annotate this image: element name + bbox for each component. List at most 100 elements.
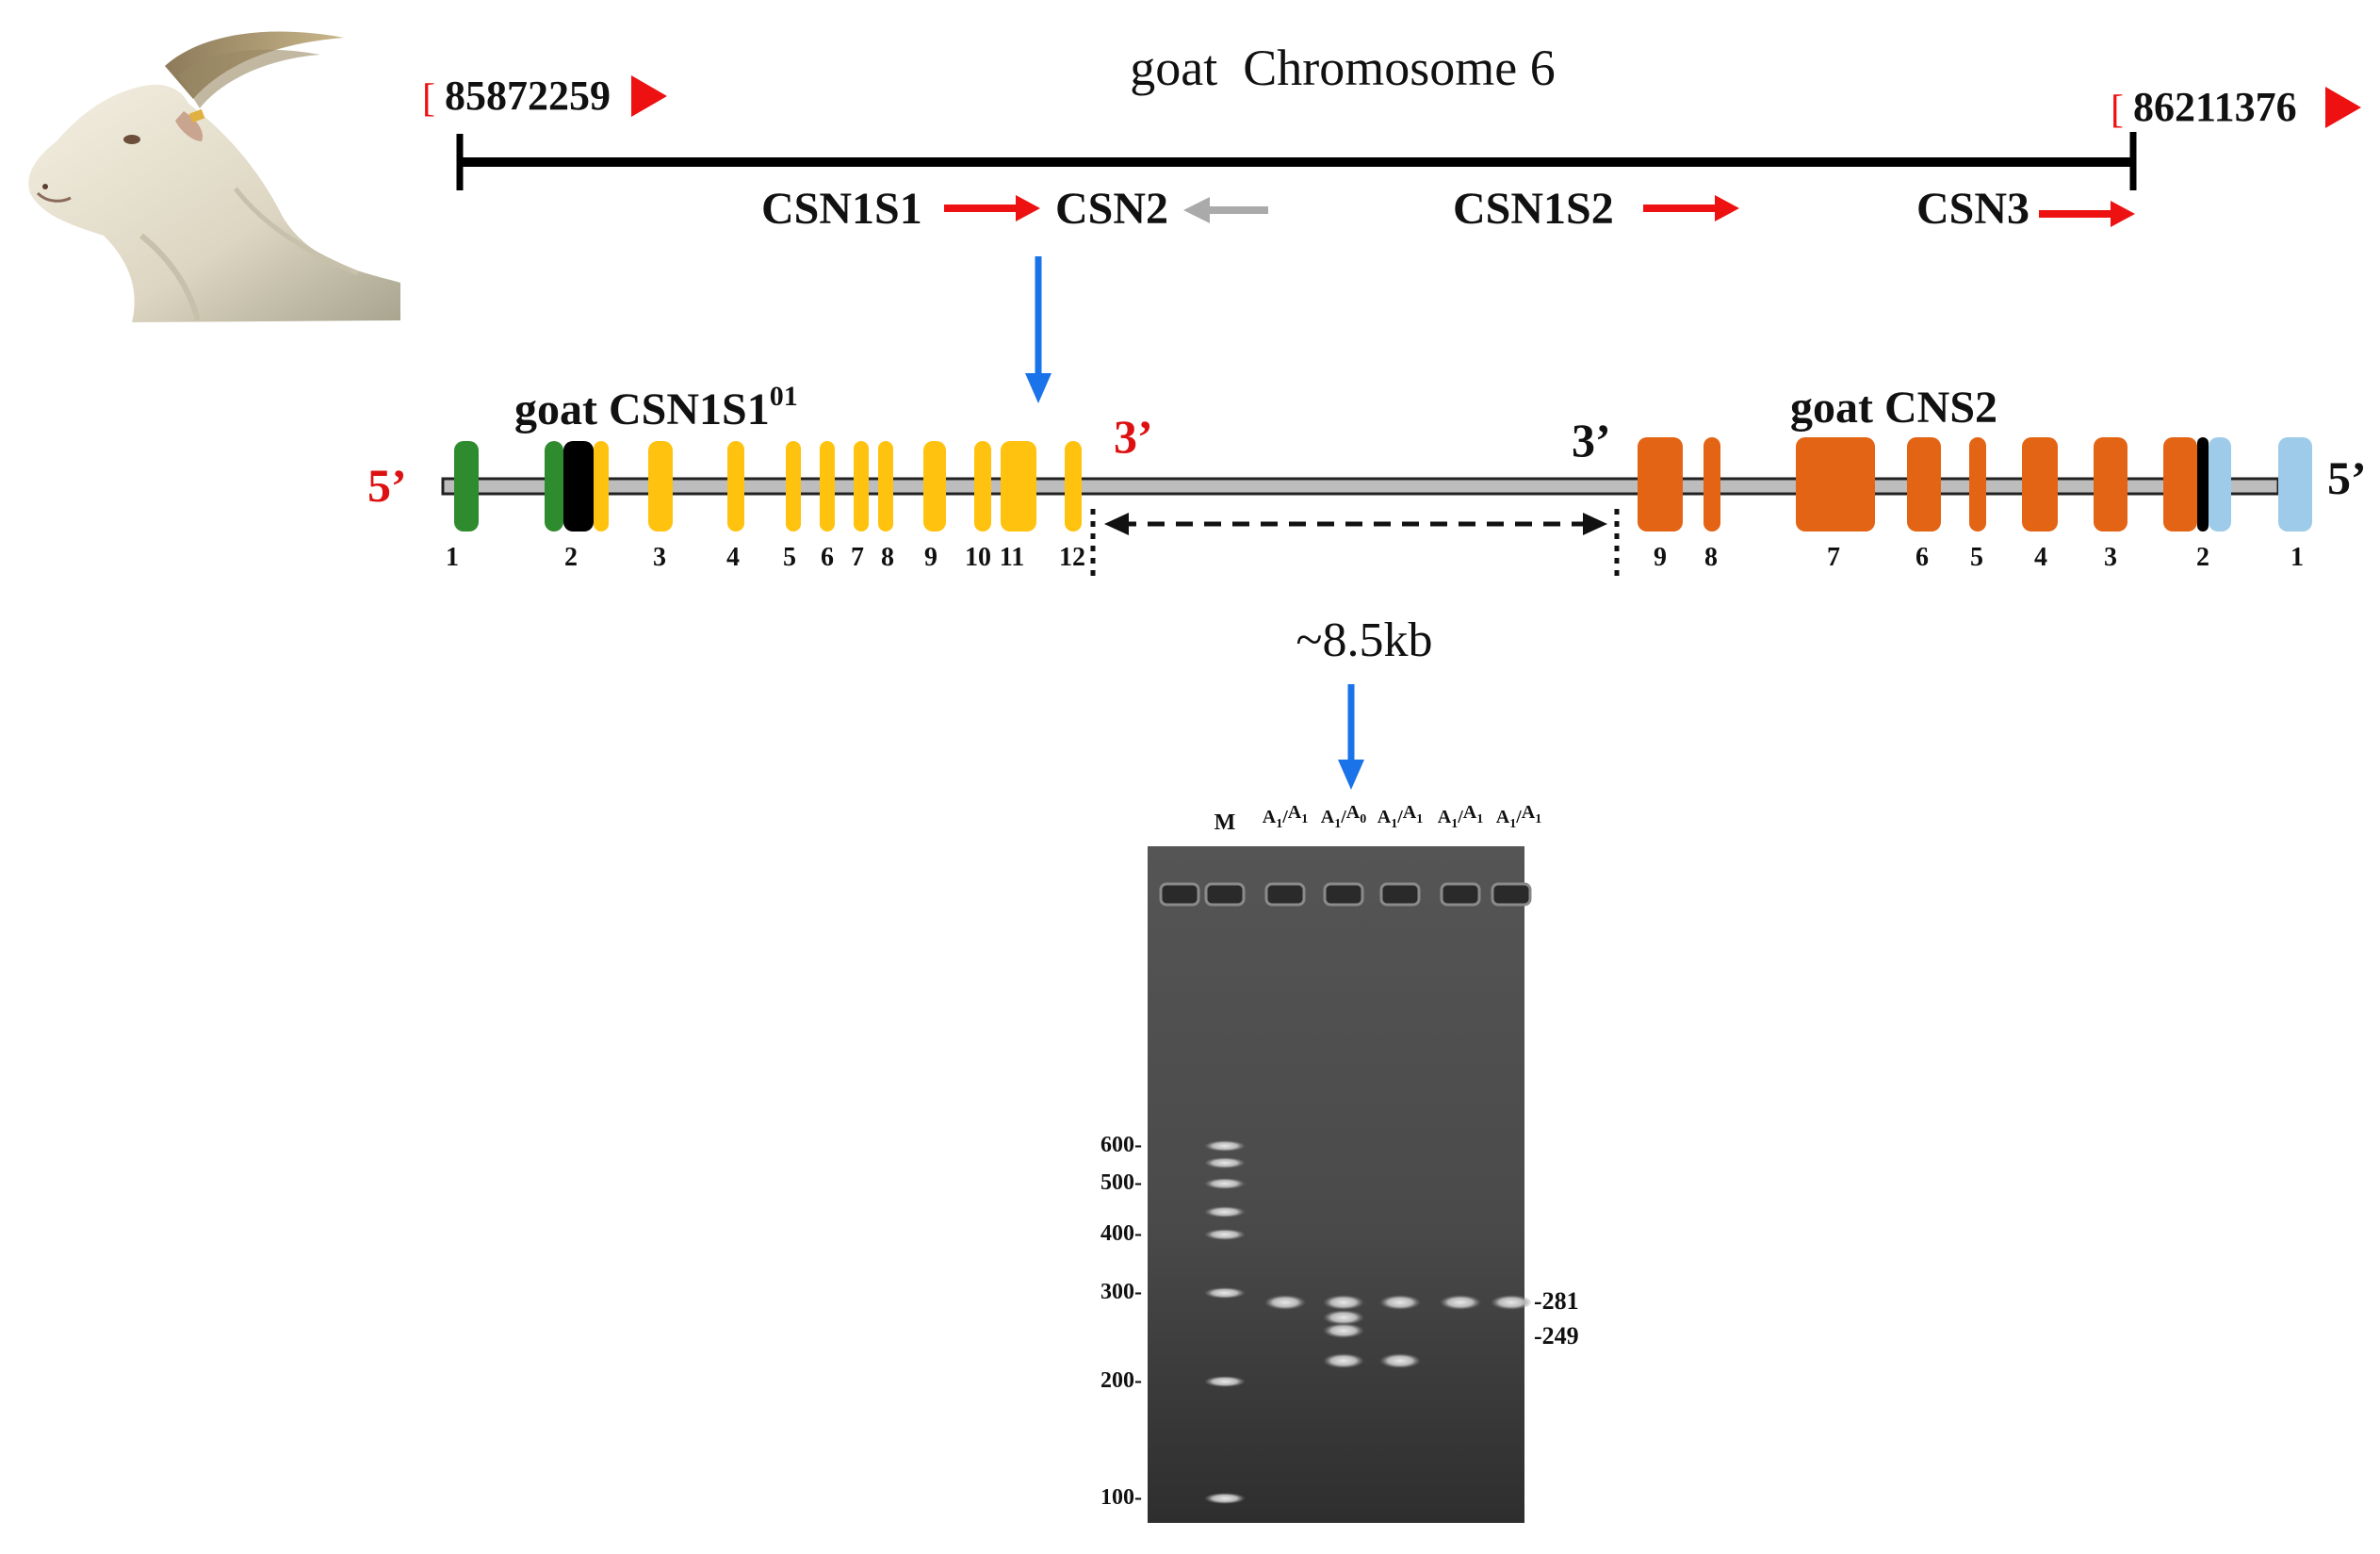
csn2-exon-number: 8 bbox=[1704, 543, 1718, 572]
ladder-band bbox=[1204, 1140, 1246, 1152]
ladder-size-label: 400- bbox=[1100, 1221, 1142, 1246]
csn2-exon-number: 7 bbox=[1827, 543, 1840, 572]
gene-arrow-csn1s2 bbox=[1643, 195, 1739, 221]
csn2-exon-block bbox=[2022, 437, 2058, 532]
csn1s1-gene-title-text: goat CSN1S1 bbox=[514, 384, 770, 434]
csn1s1-exon-number: 9 bbox=[924, 543, 937, 572]
csn2-exon-number: 6 bbox=[1915, 543, 1929, 572]
ladder-size-label: 200- bbox=[1100, 1368, 1142, 1393]
csn1s1-gene-title: goat CSN1S101 bbox=[514, 381, 798, 434]
gel-well bbox=[1379, 882, 1421, 907]
csn2-gene-title: goat CNS2 bbox=[1790, 383, 1997, 433]
left-five-prime-label: 5’ bbox=[367, 459, 407, 512]
csn2-exon-block bbox=[2197, 437, 2209, 532]
csn1s1-exon-block bbox=[974, 441, 991, 532]
sample-band bbox=[1323, 1323, 1364, 1338]
csn1s1-exon-number: 11 bbox=[1000, 543, 1024, 572]
csn1s1-exon-number: 7 bbox=[851, 543, 864, 572]
intergenic-distance-arrow bbox=[1104, 513, 1607, 535]
csn2-exon-block bbox=[1638, 437, 1683, 532]
csn1s1-exon-block bbox=[648, 441, 673, 532]
csn1s1-exon-number: 12 bbox=[1059, 543, 1085, 572]
csn1s1-exon-number: 6 bbox=[821, 543, 834, 572]
ladder-band bbox=[1204, 1229, 1246, 1240]
gel-well bbox=[1323, 882, 1364, 907]
gene-label-csn2: CSN2 bbox=[1055, 184, 1168, 234]
gel-pointer-arrow bbox=[1338, 684, 1364, 790]
csn1s1-exon-block bbox=[786, 441, 801, 532]
ladder-size-label: 600- bbox=[1100, 1133, 1142, 1157]
end-position: 86211376 bbox=[2133, 84, 2297, 130]
sample-band bbox=[1379, 1353, 1421, 1368]
gel-well bbox=[1491, 882, 1532, 907]
gel-well bbox=[1440, 882, 1481, 907]
gel-image bbox=[1148, 846, 1524, 1523]
csn1s1-exon-number: 4 bbox=[726, 543, 740, 572]
csn1s1-allele-superscript: 01 bbox=[770, 381, 798, 412]
right-five-prime-label: 5’ bbox=[2327, 451, 2367, 504]
start-marker-triangle bbox=[631, 75, 667, 117]
end-bracket: [ bbox=[2111, 89, 2124, 132]
zoom-pointer-arrow bbox=[1025, 256, 1051, 403]
csn1s1-exon-block bbox=[1065, 441, 1082, 532]
end-marker-triangle bbox=[2325, 87, 2361, 128]
exon-blocks bbox=[454, 437, 2312, 532]
csn1s1-exon-block bbox=[727, 441, 744, 532]
csn1s1-exon-block bbox=[854, 441, 869, 532]
csn1s1-exon-number: 5 bbox=[783, 543, 796, 572]
start-bracket: [ bbox=[422, 77, 435, 121]
ladder-band bbox=[1204, 1157, 1246, 1169]
band-size-281: -281 bbox=[1534, 1287, 1579, 1315]
sample-band bbox=[1379, 1295, 1421, 1310]
ladder-band bbox=[1204, 1178, 1246, 1189]
gel-lane-genotype-label: A1/A0 bbox=[1321, 802, 1366, 831]
csn1s1-exon-block bbox=[820, 441, 835, 532]
sample-band bbox=[1491, 1295, 1532, 1310]
sample-band bbox=[1323, 1353, 1364, 1368]
gene-arrow-csn3 bbox=[2039, 201, 2135, 227]
gene-label-csn1s2: CSN1S2 bbox=[1453, 184, 1614, 234]
right-three-prime-label: 3’ bbox=[1572, 414, 1611, 466]
gel-well bbox=[1264, 882, 1306, 907]
ladder-size-label: 100- bbox=[1100, 1485, 1142, 1510]
csn1s1-exon-block bbox=[454, 441, 479, 532]
ladder-band bbox=[1204, 1493, 1246, 1504]
gel-lane-genotype-label: A1/A1 bbox=[1438, 802, 1483, 831]
sample-band bbox=[1323, 1295, 1364, 1310]
csn1s1-exon-block bbox=[1001, 441, 1036, 532]
ladder-band bbox=[1204, 1376, 1246, 1387]
ladder-size-label: 300- bbox=[1100, 1280, 1142, 1304]
start-position: 85872259 bbox=[445, 73, 611, 119]
gene-label-csn1s1: CSN1S1 bbox=[761, 184, 922, 234]
ladder-size-label: 500- bbox=[1100, 1170, 1142, 1195]
ladder-band bbox=[1204, 1206, 1246, 1218]
intergenic-distance-label: ~8.5kb bbox=[1296, 613, 1432, 667]
left-three-prime-label: 3’ bbox=[1114, 410, 1153, 463]
gel-lane-genotype-label: A1/A1 bbox=[1377, 802, 1423, 831]
csn1s1-exon-block bbox=[923, 441, 946, 532]
sample-band bbox=[1264, 1295, 1306, 1310]
csn2-exon-number: 9 bbox=[1654, 543, 1667, 572]
csn1s1-exon-block bbox=[563, 441, 594, 532]
csn2-exon-block bbox=[2163, 437, 2197, 532]
exon-map-backbone bbox=[441, 477, 2280, 496]
csn1s1-exon-number: 3 bbox=[653, 543, 666, 572]
csn2-exon-number: 2 bbox=[2196, 543, 2209, 572]
gel-bands bbox=[1159, 882, 1532, 1504]
gel-well bbox=[1204, 882, 1246, 907]
sample-band bbox=[1440, 1295, 1481, 1310]
chromosome-title: goat Chromosome 6 bbox=[1130, 40, 1555, 96]
gel-marker-lane-label: M bbox=[1214, 810, 1236, 835]
gene-arrow-csn1s1 bbox=[944, 195, 1040, 221]
gene-label-csn3: CSN3 bbox=[1916, 184, 2030, 234]
csn1s1-exon-block bbox=[594, 441, 609, 532]
csn2-exon-block bbox=[1969, 437, 1986, 532]
gel-ladder-labels: 600- 500- 400- 300- 200- 100- bbox=[1100, 1133, 1142, 1510]
sample-band bbox=[1323, 1310, 1364, 1325]
csn1s1-exon-number: 2 bbox=[564, 543, 578, 572]
csn2-exon-block bbox=[2278, 437, 2312, 532]
band-size-249: -249 bbox=[1534, 1322, 1579, 1350]
